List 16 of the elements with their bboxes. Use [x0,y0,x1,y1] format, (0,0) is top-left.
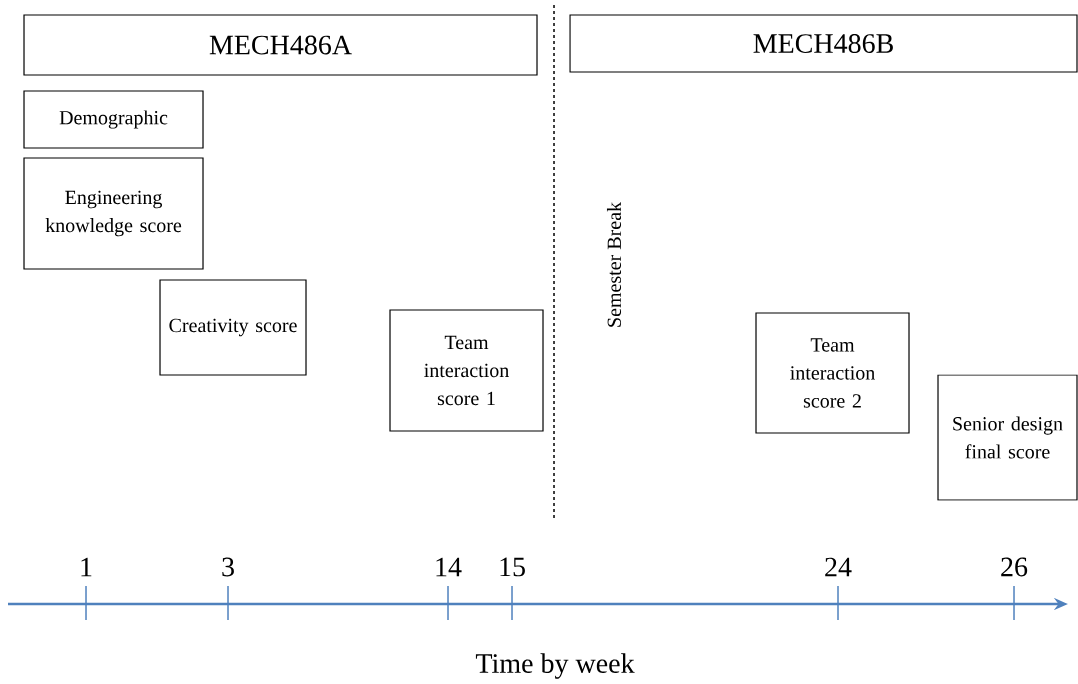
tick-label: 3 [222,557,234,577]
tick-label: 14 [436,557,462,577]
tick-label: 24 [825,557,852,577]
tick-label: 1 [81,557,92,577]
box: Team interaction score 2 [755,312,910,434]
tick-label: 26 [1001,557,1028,577]
vertical-label: Semester Break [606,201,622,327]
box: MECH486B [569,14,1078,73]
box: Team interaction score 1 [389,309,544,432]
box: Creativity score [159,279,307,376]
tick-label: 15 [500,557,525,577]
box: Senior design final score [937,374,1078,501]
box: MECH486A [23,14,538,76]
box: Demographic [23,90,204,149]
axis-title: Time by week [475,653,635,679]
box: Engineering knowledge score [23,157,204,270]
